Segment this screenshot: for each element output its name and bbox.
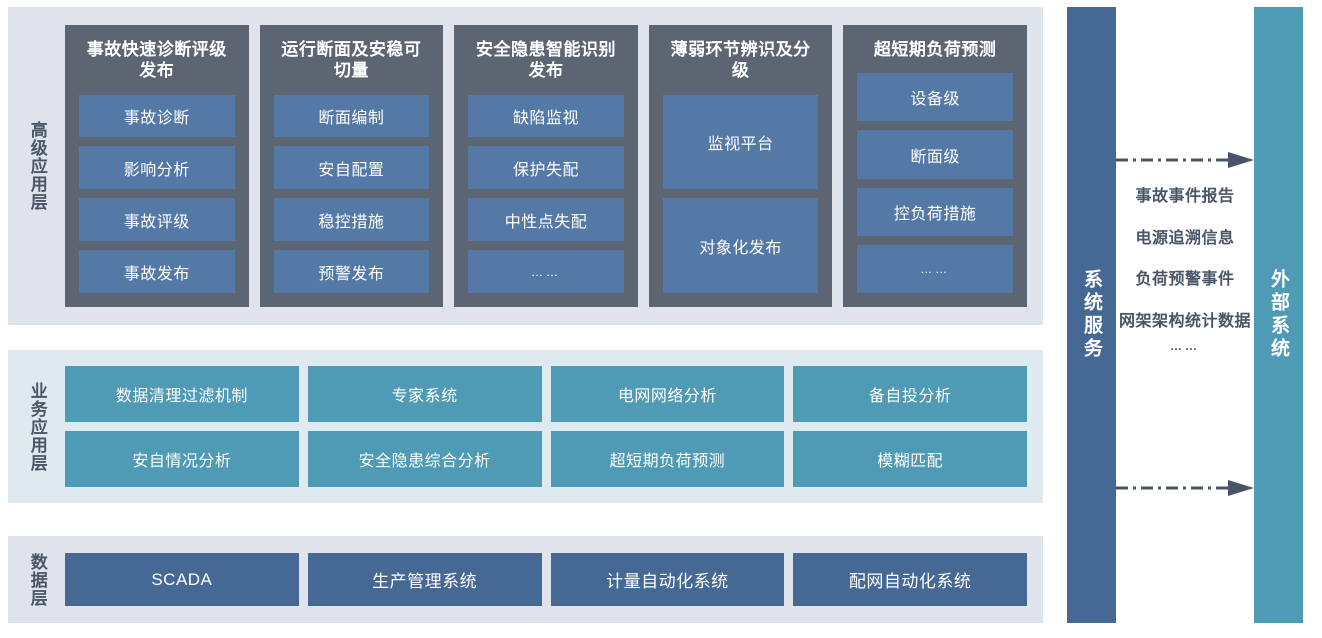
data-layer-items: SCADA 生产管理系统 计量自动化系统 配网自动化系统 (65, 536, 1043, 623)
column-title: 事故快速诊断评级发布 (86, 40, 227, 81)
advanced-item[interactable]: 监视平台 (662, 94, 819, 190)
advanced-column-hazard-identification[interactable]: 安全隐患智能识别发布 缺陷监视 保护失配 中性点失配 …… (454, 25, 638, 307)
flow-label: 事故事件报告 (1135, 188, 1235, 205)
advanced-item[interactable]: 中性点失配 (468, 198, 624, 242)
column-items: 设备级 断面级 控负荷措施 …… (857, 73, 1013, 293)
column-title: 薄弱环节辨识及分级 (670, 40, 811, 81)
column-items: 断面编制 安自配置 稳控措施 预警发布 (273, 94, 430, 293)
flow-label-list: 事故事件报告 电源追溯信息 负荷预警事件 网架架构统计数据 …… (1116, 187, 1254, 353)
business-item[interactable]: 超短期负荷预测 (550, 431, 785, 487)
business-item[interactable]: 备自投分析 (793, 366, 1027, 422)
flow-label: 网架架构统计数据 (1118, 312, 1251, 330)
advanced-layer-columns: 事故快速诊断评级发布 事故诊断 影响分析 事故评级 事故发布 运行断面及安稳可切… (65, 7, 1043, 325)
column-items: 缺陷监视 保护失配 中性点失配 …… (468, 94, 624, 293)
advanced-item[interactable]: 断面编制 (273, 94, 430, 138)
advanced-item[interactable]: 保护失配 (468, 146, 624, 190)
advanced-column-accident-diagnosis[interactable]: 事故快速诊断评级发布 事故诊断 影响分析 事故评级 事故发布 (65, 25, 249, 307)
advanced-item-ellipsis[interactable]: …… (857, 244, 1013, 293)
business-item[interactable]: 模糊匹配 (793, 431, 1027, 487)
advanced-layer-label: 高级应用层 (27, 121, 47, 211)
column-title: 运行断面及安稳可切量 (281, 40, 422, 81)
advanced-item[interactable]: 事故评级 (79, 198, 235, 242)
flow-label: 电源追溯信息 (1135, 229, 1235, 247)
advanced-item[interactable]: 安自配置 (273, 146, 430, 190)
flow-column: 事故事件报告 电源追溯信息 负荷预警事件 网架架构统计数据 …… (1116, 7, 1254, 623)
advanced-item[interactable]: 预警发布 (273, 250, 430, 293)
business-row: 安自情况分析 安全隐患综合分析 超短期负荷预测 模糊匹配 (65, 431, 1027, 487)
business-item[interactable]: 安自情况分析 (65, 431, 299, 487)
business-item[interactable]: 专家系统 (307, 366, 542, 422)
external-system-pillar[interactable]: 外部系统 (1254, 7, 1303, 623)
column-title: 超短期负荷预测 (873, 40, 997, 59)
flow-label: 负荷预警事件 (1135, 271, 1235, 289)
advanced-item[interactable]: 稳控措施 (273, 198, 430, 242)
advanced-column-section-stability[interactable]: 运行断面及安稳可切量 断面编制 安自配置 稳控措施 预警发布 (259, 25, 444, 307)
advanced-column-weak-link-grading[interactable]: 薄弱环节辨识及分级 监视平台 对象化发布 (648, 25, 833, 307)
advanced-item[interactable]: 影响分析 (79, 146, 235, 190)
business-item[interactable]: 数据清理过滤机制 (65, 366, 299, 422)
advanced-item[interactable]: 事故发布 (79, 250, 235, 293)
advanced-item[interactable]: 控负荷措施 (857, 187, 1013, 236)
column-items: 监视平台 对象化发布 (662, 94, 819, 293)
system-service-pillar[interactable]: 系统服务 (1067, 7, 1116, 623)
column-title: 安全隐患智能识别发布 (475, 40, 616, 81)
advanced-item[interactable]: 对象化发布 (662, 198, 819, 293)
data-item[interactable]: 计量自动化系统 (550, 553, 785, 606)
advanced-item[interactable]: 设备级 (857, 73, 1013, 122)
advanced-item[interactable]: 断面级 (857, 130, 1013, 179)
business-application-layer: 业务应用层 数据清理过滤机制 专家系统 电网网络分析 备自投分析 安自情况分析 … (8, 350, 1043, 503)
advanced-item[interactable]: 缺陷监视 (468, 94, 624, 138)
advanced-item-ellipsis[interactable]: …… (468, 250, 624, 293)
business-layer-rows: 数据清理过滤机制 专家系统 电网网络分析 备自投分析 安自情况分析 安全隐患综合… (65, 350, 1043, 503)
dashed-arrow-right-icon (1116, 480, 1254, 496)
business-layer-label: 业务应用层 (27, 381, 47, 472)
data-item[interactable]: SCADA (65, 553, 299, 606)
business-row: 数据清理过滤机制 专家系统 电网网络分析 备自投分析 (65, 366, 1027, 422)
advanced-column-ultrashort-load-forecast[interactable]: 超短期负荷预测 设备级 断面级 控负荷措施 …… (843, 25, 1027, 307)
data-item[interactable]: 配网自动化系统 (793, 553, 1027, 606)
column-items: 事故诊断 影响分析 事故评级 事故发布 (79, 94, 235, 293)
business-item[interactable]: 电网网络分析 (550, 366, 785, 422)
advanced-item[interactable]: 事故诊断 (79, 94, 235, 138)
dashed-arrow-right-icon (1116, 152, 1254, 168)
flow-label-ellipsis: …… (1170, 339, 1200, 354)
data-layer-label: 数据层 (27, 552, 47, 607)
data-layer: 数据层 SCADA 生产管理系统 计量自动化系统 配网自动化系统 (8, 536, 1043, 623)
advanced-application-layer: 高级应用层 事故快速诊断评级发布 事故诊断 影响分析 事故评级 事故发布 运行断… (8, 7, 1043, 325)
data-item[interactable]: 生产管理系统 (307, 553, 542, 606)
business-item[interactable]: 安全隐患综合分析 (307, 431, 542, 487)
